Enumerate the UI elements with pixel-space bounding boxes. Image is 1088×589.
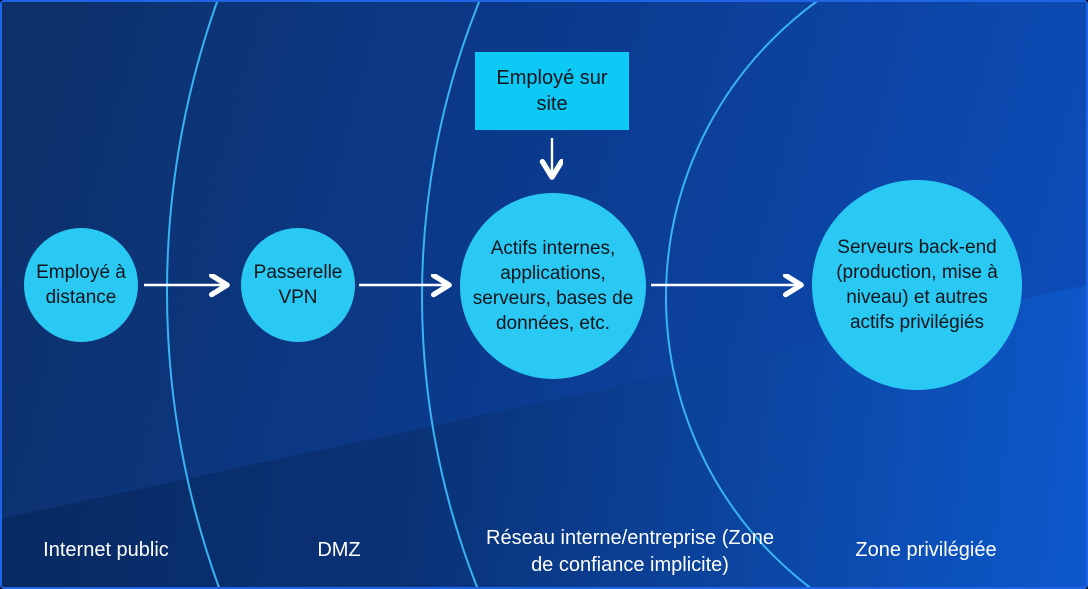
zone-arc-internal-boundary xyxy=(421,2,481,587)
node-internal-assets: Actifs internes, applications, serveurs,… xyxy=(460,193,646,379)
node-remote-employee: Employé à distance xyxy=(24,228,138,342)
zone-label-dmz: DMZ xyxy=(317,539,361,561)
node-vpn-gateway: Passerelle VPN xyxy=(241,228,355,342)
node-onsite-employee-label: Employé sur site xyxy=(496,67,608,115)
node-backend-servers: Serveurs back-end (production, mise à ni… xyxy=(812,180,1022,390)
zone-label-internal-network: Réseau interne/entreprise (Zone de confi… xyxy=(486,527,774,576)
node-onsite-employee: Employé sur site xyxy=(475,52,629,130)
node-internal-assets-label: Actifs internes, applications, serveurs,… xyxy=(472,237,634,335)
node-backend-servers-label: Serveurs back-end (production, mise à ni… xyxy=(836,236,998,334)
node-vpn-gateway-label: Passerelle VPN xyxy=(253,261,343,308)
zone-label-privileged-zone: Zone privilégiée xyxy=(855,539,997,561)
node-remote-employee-label: Employé à distance xyxy=(36,261,126,308)
zone-arc-dmz-boundary xyxy=(166,2,221,587)
zone-arc-privileged-boundary xyxy=(665,2,818,587)
zone-label-public-internet: Internet public xyxy=(43,539,169,561)
